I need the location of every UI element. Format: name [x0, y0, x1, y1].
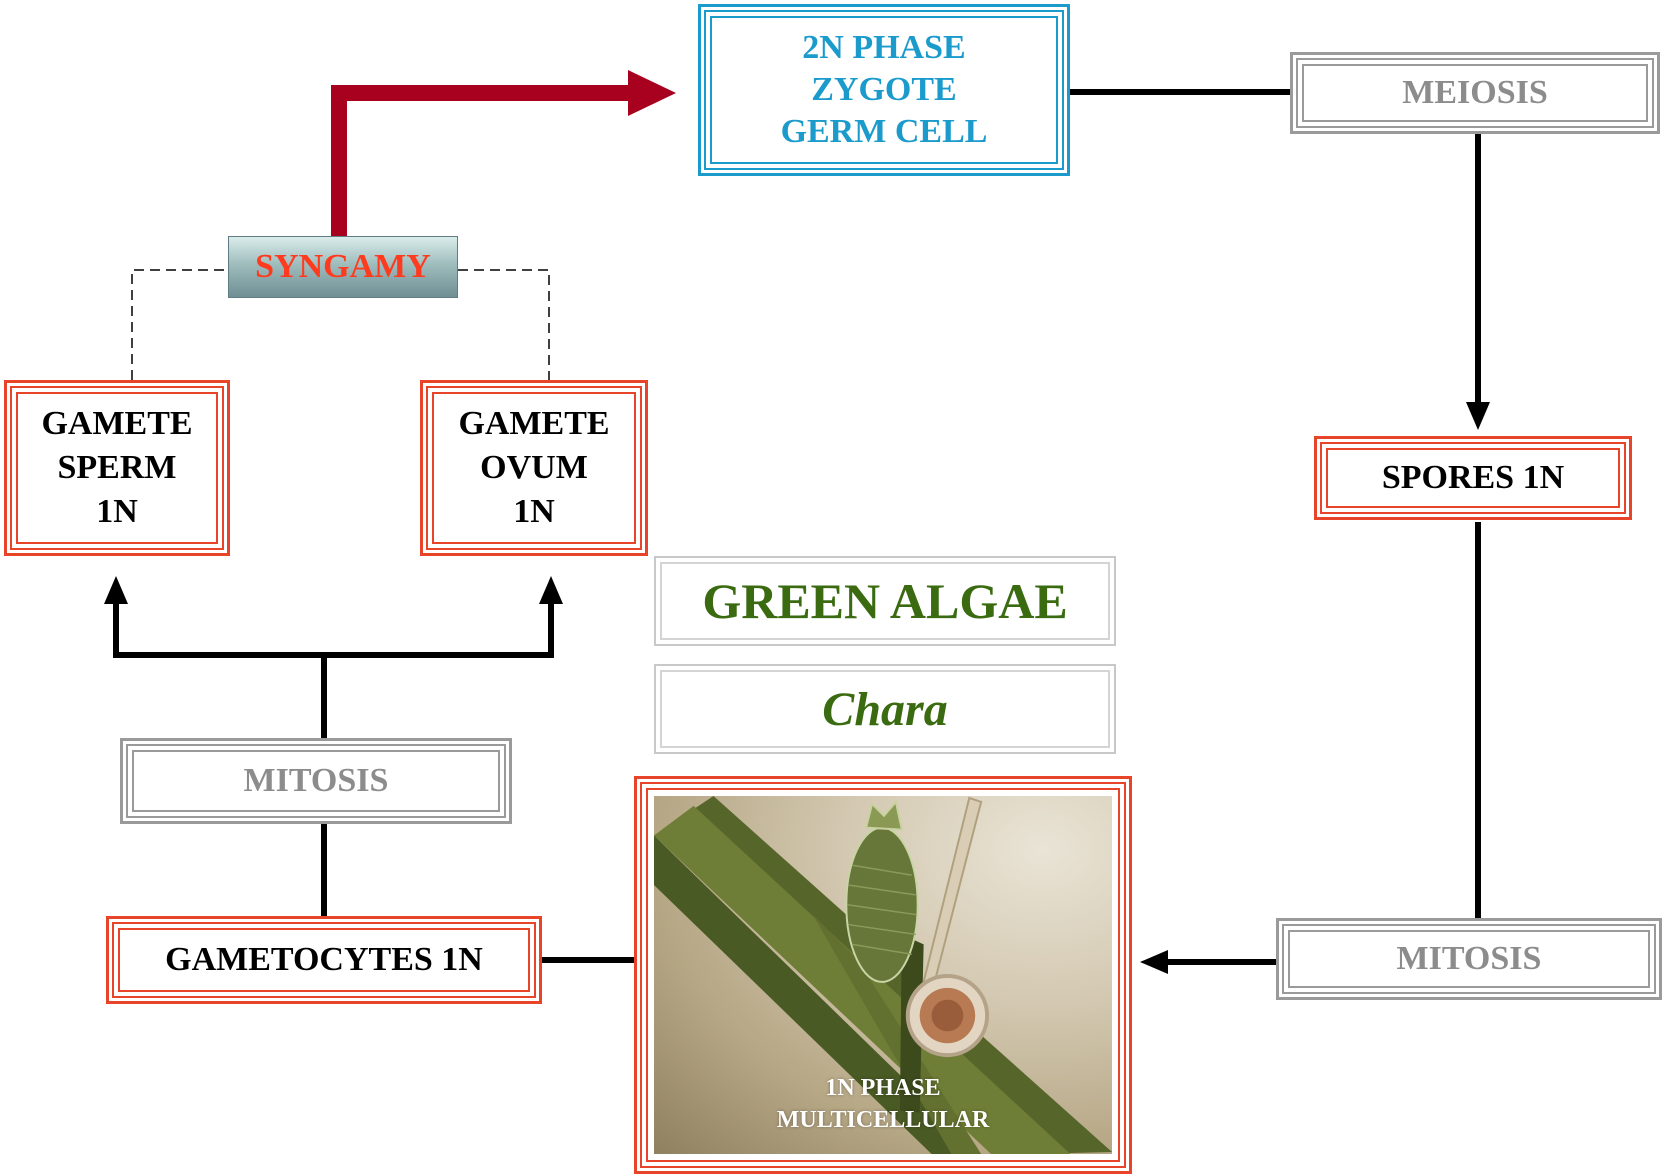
zygote-box: 2N PHASE ZYGOTE GERM CELL — [704, 10, 1064, 170]
photo-caption-line-1: 1N PHASE — [825, 1075, 941, 1101]
gamete-sperm-box: GAMETE SPERM 1N — [10, 386, 224, 550]
ovum-line-2: OVUM — [480, 449, 588, 486]
mitosis-left-box: MITOSIS — [126, 744, 506, 818]
gametocytes-label: GAMETOCYTES 1N — [165, 941, 483, 978]
chara-photo-frame: 1N PHASE MULTICELLULAR — [640, 782, 1126, 1168]
mitosis-photo-arrowhead — [1140, 950, 1168, 974]
split-branch-line — [113, 596, 554, 658]
sperm-line-2: SPERM — [57, 449, 177, 486]
sperm-line-3: 1N — [96, 493, 138, 530]
photo-caption: 1N PHASE MULTICELLULAR — [654, 1072, 1112, 1136]
zygote-line-2: ZYGOTE — [811, 71, 957, 108]
syngamy-box: SYNGAMY — [228, 236, 458, 298]
mitosis-right-label: MITOSIS — [1396, 940, 1542, 977]
syngamy-label: SYNGAMY — [255, 248, 431, 285]
mitosis-right-box: MITOSIS — [1282, 924, 1656, 994]
sperm-syngamy-dashed — [131, 269, 228, 380]
gamete-ovum-box: GAMETE OVUM 1N — [426, 386, 642, 550]
syngamy-zygote-arrowhead — [628, 70, 676, 116]
ovum-line-1: GAMETE — [458, 405, 610, 442]
genus-label: Chara — [822, 682, 948, 736]
meiosis-box: MEIOSIS — [1296, 58, 1654, 128]
sperm-arrowhead — [104, 576, 128, 604]
spores-label: SPORES 1N — [1381, 459, 1565, 496]
meiosis-label: MEIOSIS — [1402, 74, 1548, 111]
chara-micrograph-image: 1N PHASE MULTICELLULAR — [654, 796, 1112, 1154]
meiosis-spores-arrowhead — [1466, 402, 1490, 430]
photo-caption-line-2: MULTICELLULAR — [776, 1107, 990, 1133]
zygote-line-3: GERM CELL — [780, 113, 988, 150]
mitosis-left-label: MITOSIS — [243, 762, 389, 799]
syngamy-zygote-arrow — [331, 85, 640, 236]
sperm-line-1: GAMETE — [41, 405, 193, 442]
zygote-line-1: 2N PHASE — [802, 29, 966, 66]
spores-box: SPORES 1N — [1320, 442, 1626, 514]
title-label: GREEN ALGAE — [702, 573, 1068, 629]
ovum-arrowhead — [539, 576, 563, 604]
title-box: GREEN ALGAE — [654, 556, 1116, 646]
ovum-line-3: 1N — [513, 493, 555, 530]
gametocytes-box: GAMETOCYTES 1N — [112, 922, 536, 998]
ovum-syngamy-dashed — [458, 269, 550, 380]
genus-box: Chara — [654, 664, 1116, 754]
